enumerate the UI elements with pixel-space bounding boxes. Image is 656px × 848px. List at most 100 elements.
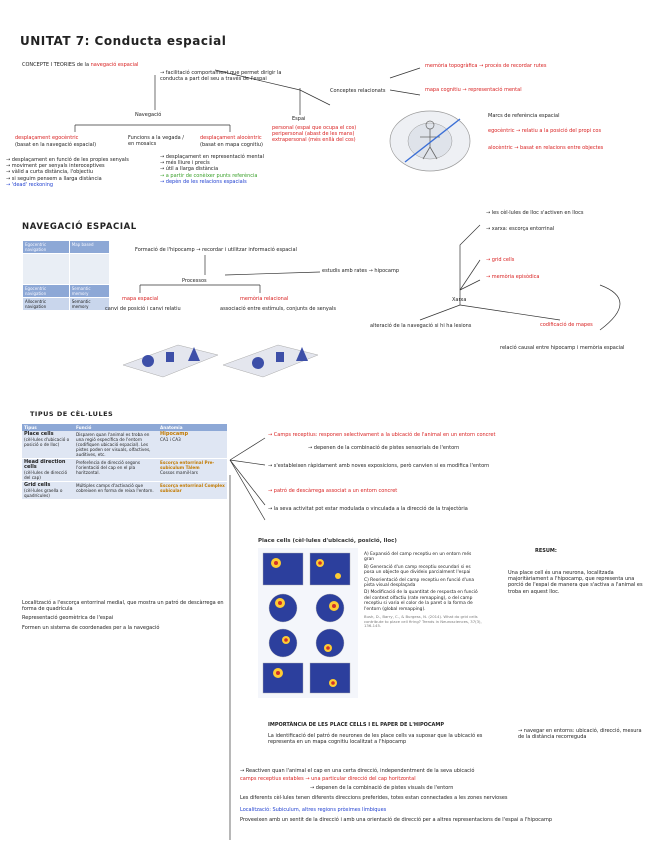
cell-type-sub: (cèl·lules de direcció del cap) (24, 470, 67, 480)
note-item: Representació geomètrica de l'espai (22, 615, 114, 622)
list-item: → memòria episòdica (486, 273, 540, 280)
list-item: → desplaçament en representació mental (160, 154, 264, 160)
list-item: → a partir de conèixer punts referència (160, 172, 258, 179)
list-item: → grid cells (486, 257, 515, 264)
relational-memory-label: memòria relacional (240, 296, 289, 302)
list-item: → si seguim pensem a llarga distància (6, 175, 102, 182)
grid-cell: Egocentric navigation (22, 240, 70, 254)
list-item: → 'dead' reckoning (6, 181, 54, 188)
place-cells-importance: IMPORTÀNCIA DE LES PLACE CELLS I EL PAPE… (268, 722, 445, 728)
list-item: → vàlid a curta distància, l'objectiu (6, 169, 94, 176)
caption-item: A) Expansió del camp receptiu en un ento… (364, 552, 472, 563)
rat-studies-flow: estudis amb rates → hipocamp (322, 268, 400, 274)
caption-item: B) Generació d'un camp receptiu secundar… (364, 564, 471, 576)
water-maze-illustration (118, 325, 323, 380)
list-item: → moviment per senyals interoceptives (6, 163, 105, 170)
head-direction-notes: → Reactiven quan l'animal el cap en una … (240, 768, 650, 823)
note-item: → depenen de la combinació de pistes vis… (310, 785, 454, 792)
place-cells-figure: Place cells (cèl·lules d'ubicació, posic… (258, 538, 483, 703)
concept-item: memòria topogràfica → procés de recordar… (425, 63, 547, 69)
list-item: → depèn de les relacions espacials (160, 178, 247, 185)
frame-egocentric: egocèntric → relatiu a la posició del pr… (488, 128, 602, 134)
map-coding-label: codificació de mapes (540, 322, 593, 328)
cell-anatomy-sub: Cossos mamil·lars (160, 470, 198, 475)
note-item: → s'estableixen ràpidament amb noves exp… (268, 463, 490, 470)
hippocampus-items: → les cèl·lules de lloc s'activen en llo… (486, 210, 646, 280)
caption-item: D) Modificació de la quantitat de respos… (364, 590, 478, 612)
allocentric-label: desplaçament alocèntric (200, 135, 262, 141)
caption-item: C) Reorientació del camp receptiu en fun… (364, 577, 475, 589)
grid-cell: Semantic memory (68, 297, 111, 311)
table-row: Head direction cells(cèl·lules de direcc… (22, 458, 227, 482)
section1-lead: CONCEPTE I TEORIES de la navegació espac… (22, 62, 138, 68)
note-item: → Reactiven quan l'animal el cap en una … (240, 768, 475, 774)
concept-item: mapa cognitiu → representació mental (425, 87, 522, 93)
firing-maps-panel (258, 548, 358, 698)
place-cell-notes: → Camps receptius: responen selectivamen… (268, 432, 648, 512)
spatial-map-desc: canvi de posició i canvi relatiu (105, 306, 181, 312)
note-item: Localització: Subiculum, altres regions … (240, 806, 387, 813)
grid-cell-notes: Localització a l'escorça entorrinal medi… (22, 600, 237, 631)
cell-type: Head direction cells (24, 459, 66, 470)
navigation-side-note: → navegar en entorns: ubicació, direcció… (518, 728, 642, 741)
figure-title: Place cells (cèl·lules d'ubicació, posic… (258, 538, 397, 544)
cell-function: Preferència de direcció segons l'orienta… (74, 458, 158, 482)
frame-allocentric: alocèntric → basat en relacions entre ob… (488, 145, 604, 151)
grid-cell (22, 253, 70, 285)
cell-type-sub: (cèl·lules graella o quadrícules) (24, 488, 63, 498)
cell-anatomy: Hipocamp (160, 431, 189, 437)
cell-type: Place cells (24, 431, 54, 437)
note-item: Les diferents cèl·lules tenen diferents … (240, 794, 508, 801)
network-left: alteració de la navegació si hi ha lesio… (370, 323, 472, 329)
note-item: Localització a l'escorça entorrinal medi… (22, 600, 224, 613)
navigation-label: Navegació (135, 112, 162, 118)
allocentric-list: → desplaçament en representació mental →… (160, 154, 270, 185)
network-right: relació causal entre hipocamp i memòria … (500, 345, 625, 351)
table-header: Tipus (22, 424, 74, 431)
list-item: → xarxa: escorça entorrinal (486, 226, 555, 233)
cell-type: Grid cells (24, 482, 51, 488)
list-item: → útil a llarga distància (160, 166, 219, 173)
egocentric-label: desplaçament egocèntric (15, 135, 79, 141)
grid-cell (68, 253, 111, 285)
lead-text: CONCEPTE I TEORIES de la (22, 62, 90, 68)
list-item: personal (espai que ocupa el cos) (272, 125, 357, 131)
grid-cell: Allocentric navigation (22, 297, 70, 311)
table-header: Anatomia (158, 424, 227, 431)
cell-anatomy: Escorça entorrinal Complex subicular (160, 483, 225, 493)
frames-title: Marcs de referència espacial (488, 113, 560, 119)
egocentric-list: → desplaçament en funció de les propies … (6, 157, 136, 188)
processes-label: Processos (182, 278, 207, 284)
egocentric-desc: (basat en la navegació espacial) (15, 142, 97, 148)
note-item: → patró de descàrrega associat a un ento… (268, 487, 398, 494)
page-title: UNITAT 7: Conducta espacial (20, 34, 227, 48)
cell-anatomy: Escorça entorrinal Pre-subiculum Tàlem (160, 460, 215, 470)
list-item: extrapersonal (més enllà del cos) (272, 137, 356, 144)
grid-cell: Map based (68, 240, 111, 254)
summary-title: RESUM: (535, 548, 557, 554)
note-item: → depenen de la combinació de pistes sen… (308, 445, 460, 452)
grid-cell: Egocentric navigation (22, 284, 70, 298)
cell-types-table: Tipus Funció Anatomia Place cells(cèl·lu… (22, 424, 227, 500)
note-item: → la seva activitat pot estar modulada o… (268, 505, 468, 512)
network-label: Xarxa (452, 297, 467, 303)
cell-type-sub: (cèl·lules d'ubicació o posició o de llo… (24, 437, 70, 447)
table-row: Grid cells(cèl·lules graella o quadrícul… (22, 481, 227, 500)
note-item: Formen un sistema de coordenades per a l… (22, 624, 160, 631)
note-item: camps receptius estables → una particula… (240, 776, 416, 783)
cell-anatomy-sub: CA1 i CA3 (160, 437, 181, 442)
allocentric-desc: (basat en mapa cognitiu) (200, 142, 264, 148)
table-header: Funció (74, 424, 158, 431)
cell-function: Disparen quan l'animal es troba en una r… (74, 431, 158, 459)
list-item: → les cèl·lules de lloc s'activen en llo… (486, 210, 584, 216)
cell-types-heading: TIPUS DE CÈL·LULES (30, 410, 114, 418)
figure-citation: Bush, D., Barry, C., & Burgess, N. (2014… (364, 614, 482, 629)
navigation-definition: → facilitació comportament que permet di… (160, 70, 282, 83)
related-concepts-label: Conceptes relacionats (330, 88, 386, 94)
summary-text: Una place cell és una neurona, localitza… (508, 570, 643, 595)
mosaic-label: Funcions a la vegada / en mosaics (128, 135, 184, 148)
note-item: → Camps receptius: responen selectivamen… (268, 432, 496, 438)
hippocampus-formation: Formació de l'hipocamp → recordar i util… (135, 247, 297, 253)
